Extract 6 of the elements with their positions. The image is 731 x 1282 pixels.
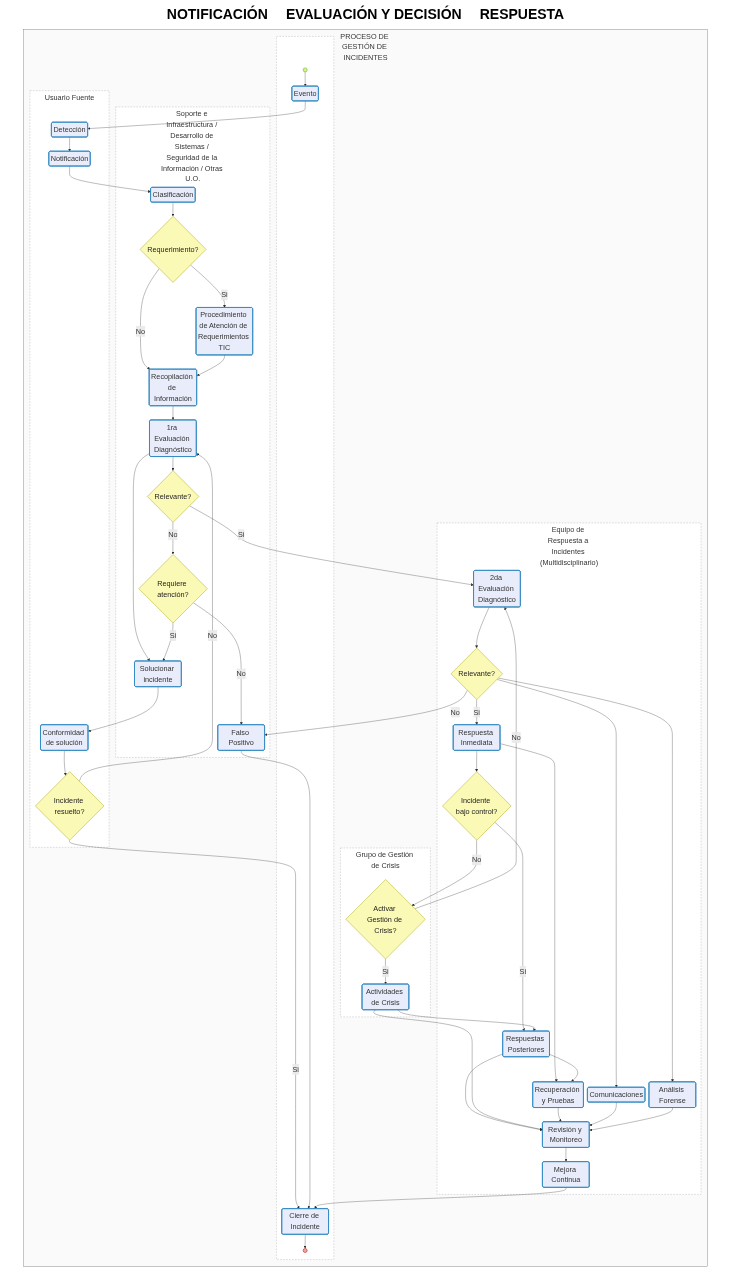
group-title: NOTIFICACIÓN	[166, 6, 268, 22]
group-title: EVALUACIÓN Y DECISIÓN	[285, 6, 462, 22]
cluster	[276, 36, 334, 1260]
node-circle	[302, 67, 308, 73]
group-title: RESPUESTA	[479, 6, 565, 22]
node-circle	[302, 1248, 308, 1253]
